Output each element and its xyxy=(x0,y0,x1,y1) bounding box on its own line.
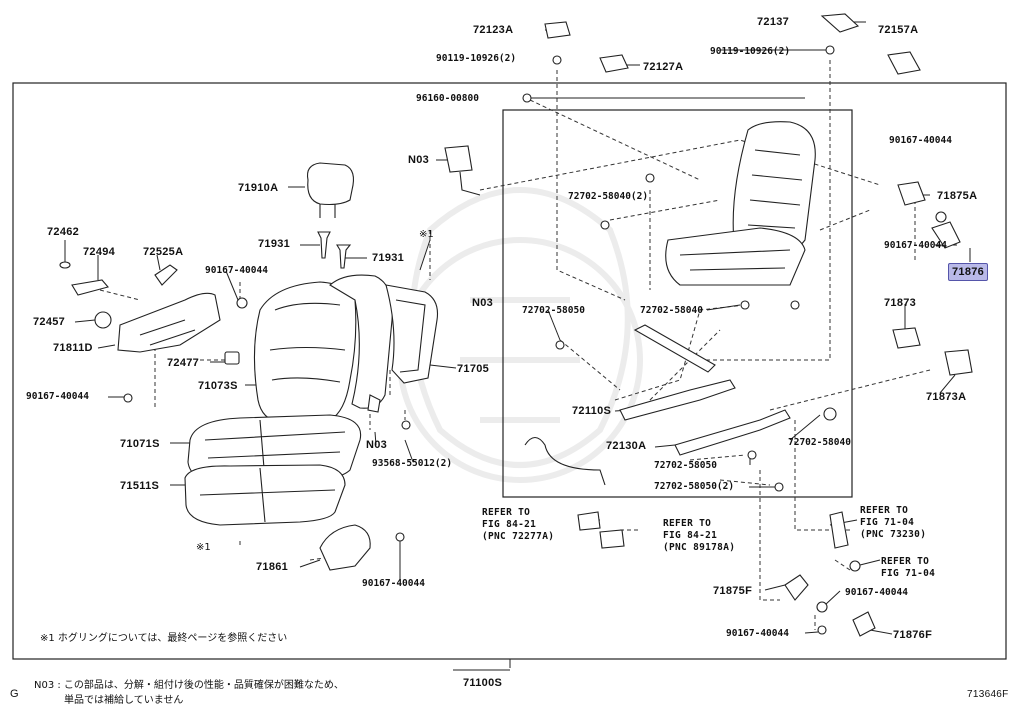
refer-to-84-21-b[interactable]: REFER TO FIG 84-21 (PNC 89178A) xyxy=(663,518,736,553)
cover-72477 xyxy=(224,351,240,365)
bracket-71875A xyxy=(897,181,926,206)
corner-mark: G xyxy=(10,688,19,700)
label-72702-58040-2: 72702-58040(2) xyxy=(568,191,649,202)
part-71876F xyxy=(852,611,876,637)
label-72702-58050-c: 72702-58050(2) xyxy=(654,481,735,492)
label-72123A: 72123A xyxy=(473,24,514,36)
wire-rod xyxy=(524,436,606,486)
label-71073S: 71073S xyxy=(198,380,238,392)
seat-back-board xyxy=(385,284,439,384)
rail-upper xyxy=(633,324,716,373)
n03-note-line2: 単品では補給していません xyxy=(64,695,184,706)
label-71876F: 71876F xyxy=(893,629,933,641)
label-93568: 93568-55012(2) xyxy=(372,458,453,469)
label-n03-low: N03 xyxy=(366,439,388,451)
n03-note-line1: N03 : この部品は、分解・組付け後の性能・品質確保が困難なため、 xyxy=(34,680,344,691)
label-star1-a: ※1 xyxy=(419,229,434,240)
part-71861 xyxy=(319,524,371,571)
lever-72494 xyxy=(71,279,109,296)
label-72494: 72494 xyxy=(83,246,116,258)
outer-frame xyxy=(12,82,1007,660)
harness-n03 xyxy=(444,145,473,173)
side-shield xyxy=(117,292,221,353)
label-72110S: 72110S xyxy=(572,405,612,417)
headrest-support-2 xyxy=(336,244,352,269)
label-n03-mid: N03 xyxy=(472,297,494,309)
label-72137: 72137 xyxy=(757,16,790,28)
seat-back-cover xyxy=(253,281,357,423)
label-96160: 96160-00800 xyxy=(416,93,479,104)
label-72702-58050-a: 72702-58050 xyxy=(522,305,585,316)
bracket-71873 xyxy=(892,327,921,349)
label-90119-left: 90119-10926(2) xyxy=(436,53,517,64)
label-71071S: 71071S xyxy=(120,438,160,450)
clip-72123A xyxy=(544,21,571,39)
label-71931-b: 71931 xyxy=(372,252,405,264)
hog-ring-note: ※1 ホグリングについては、最終ページを参照ください xyxy=(40,633,288,644)
label-72702-58050-b: 72702-58050 xyxy=(654,460,717,471)
rail-72110S xyxy=(619,379,736,421)
label-72130A: 72130A xyxy=(606,440,647,452)
bracket-71876 xyxy=(931,221,961,249)
label-n03-top: N03 xyxy=(408,154,430,166)
knob-72457 xyxy=(94,311,112,329)
label-71861: 71861 xyxy=(256,561,289,573)
label-star1-b: ※1 xyxy=(196,542,211,553)
label-72477: 72477 xyxy=(167,357,200,369)
seat-parts xyxy=(59,13,973,637)
label-90119-right: 90119-10926(2) xyxy=(710,46,791,57)
label-72525A: 72525A xyxy=(143,246,184,258)
clip-72127A xyxy=(599,54,629,73)
clip-72137 xyxy=(820,13,860,33)
label-72702-58040-c: 72702-58040 xyxy=(788,437,851,448)
connector-2 xyxy=(599,529,625,549)
label-72457: 72457 xyxy=(33,316,66,328)
label-90167-r1: 90167-40044 xyxy=(889,135,952,146)
label-72157A: 72157A xyxy=(878,24,919,36)
label-90167-r2: 90167-40044 xyxy=(884,240,947,251)
headrest-support-1 xyxy=(317,231,331,259)
label-71875A: 71875A xyxy=(937,190,978,202)
cap-72462 xyxy=(59,261,71,269)
label-71811D: 71811D xyxy=(53,342,93,354)
frame-seat xyxy=(665,227,806,286)
label-71873A: 71873A xyxy=(926,391,967,403)
bracket-71873A xyxy=(944,349,973,376)
label-71100S: 71100S xyxy=(463,677,503,689)
watermark-emblem xyxy=(397,187,643,483)
rail-72130A xyxy=(674,409,791,456)
label-72462: 72462 xyxy=(47,226,80,238)
seat-cushion-pad xyxy=(184,464,346,526)
label-71875F: 71875F xyxy=(713,585,753,597)
label-90167-l1: 90167-40044 xyxy=(205,265,268,276)
label-71876-highlight[interactable]: 71876 xyxy=(948,263,989,281)
solid-leaders xyxy=(64,21,971,671)
label-90167-l2: 90167-40044 xyxy=(26,391,89,402)
buckle xyxy=(829,511,849,549)
label-72127A: 72127A xyxy=(643,61,684,73)
refer-to-84-21-a[interactable]: REFER TO FIG 84-21 (PNC 72277A) xyxy=(482,507,555,542)
part-71875F xyxy=(784,574,809,601)
label-90167-b1: 90167-40044 xyxy=(362,578,425,589)
refer-to-71-04-a[interactable]: REFER TO FIG 71-04 (PNC 73230) xyxy=(860,505,927,540)
label-90167-b3: 90167-40044 xyxy=(726,628,789,639)
figure-id: 713646F xyxy=(967,689,1009,700)
headrest xyxy=(306,162,354,206)
clip-72157A xyxy=(887,51,921,75)
seat-back-pad xyxy=(329,274,393,409)
label-71910A: 71910A xyxy=(238,182,279,194)
label-71705: 71705 xyxy=(457,363,490,375)
refer-to-71-04-b[interactable]: REFER TO FIG 71-04 xyxy=(881,556,936,579)
label-71931-a: 71931 xyxy=(258,238,291,250)
label-72702-58040-b: 72702-58040 xyxy=(640,305,703,316)
lever-72525A xyxy=(154,264,178,286)
frame-assembly-box xyxy=(502,109,853,498)
label-71873: 71873 xyxy=(884,297,917,309)
label-90167-b2: 90167-40044 xyxy=(845,587,908,598)
connector-1 xyxy=(577,511,601,531)
label-71511S: 71511S xyxy=(120,480,160,492)
